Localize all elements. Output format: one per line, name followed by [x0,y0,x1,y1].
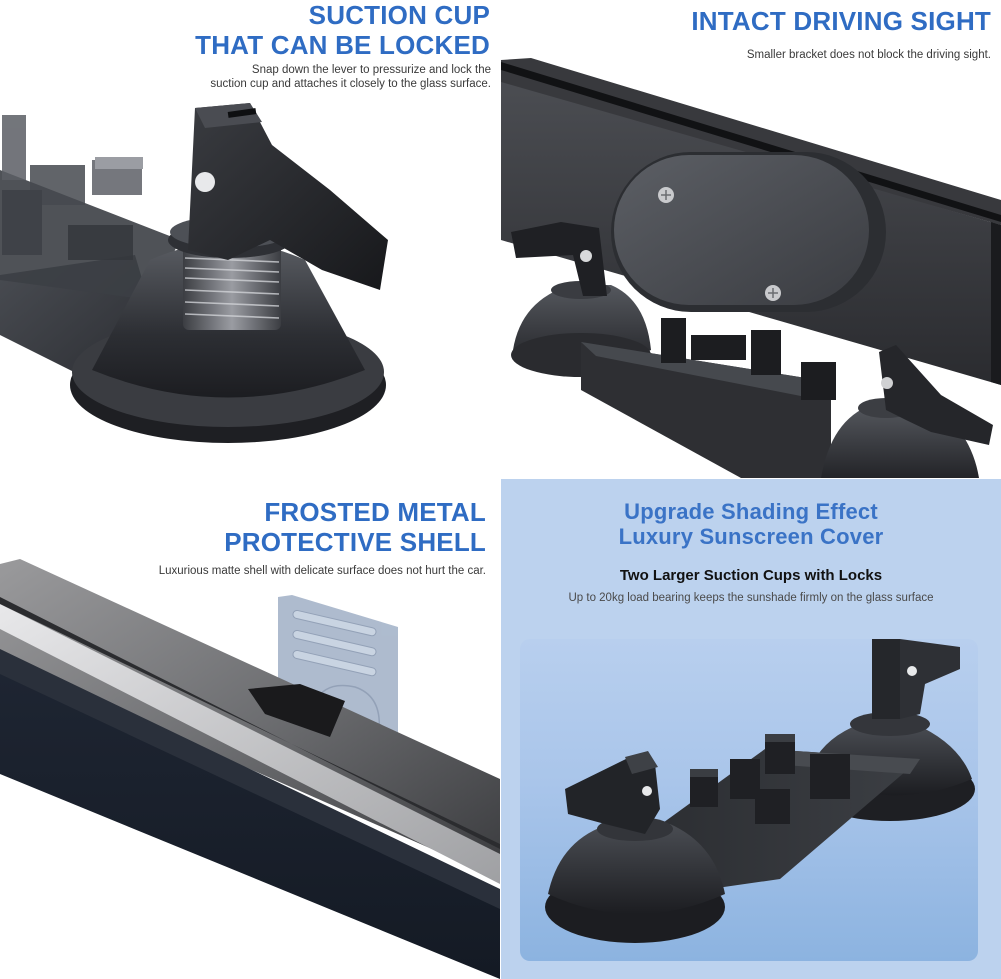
description-line-2: suction cup and attaches it closely to t… [210,78,491,90]
feature-description: Smaller bracket does not block the drivi… [746,49,991,61]
feature-panel-metal-shell: FROSTED METAL PROTECTIVE SHELL Luxurious… [0,479,500,979]
title-line-1: SUCTION CUP [308,0,490,30]
matte-metal-shell-image [0,559,500,979]
compact-bracket-image [501,58,1001,478]
title-line-1: Upgrade Shading Effect [624,499,878,524]
product-image-card [520,639,978,961]
title-line-2: PROTECTIVE SHELL [224,527,486,557]
feature-description: Up to 20kg load bearing keeps the sunsha… [568,592,934,604]
feature-panel-driving-sight: INTACT DRIVING SIGHT Smaller bracket doe… [501,0,1001,478]
feature-title: Upgrade Shading Effect Luxury Sunscreen … [501,499,1001,549]
feature-subtitle: Two Larger Suction Cups with Locks [619,567,883,584]
feature-title: FROSTED METAL PROTECTIVE SHELL [224,497,486,557]
feature-panel-dual-suction-cups: Upgrade Shading Effect Luxury Sunscreen … [501,479,1001,979]
title-line-2: THAT CAN BE LOCKED [195,30,490,60]
feature-description: Snap down the lever to pressurize and lo… [210,63,491,91]
feature-title: SUCTION CUP THAT CAN BE LOCKED [195,0,490,60]
title-line-1: FROSTED METAL [264,497,486,527]
dual-suction-cup-image [545,639,975,943]
description-line-1: Snap down the lever to pressurize and lo… [251,64,491,76]
feature-title: INTACT DRIVING SIGHT [691,6,991,36]
feature-description: Luxurious matte shell with delicate surf… [158,565,486,577]
title-line-2: Luxury Sunscreen Cover [618,524,884,549]
locking-suction-cup-image [0,103,388,443]
feature-panel-locking-suction-cup: SUCTION CUP THAT CAN BE LOCKED Snap down… [0,0,500,478]
